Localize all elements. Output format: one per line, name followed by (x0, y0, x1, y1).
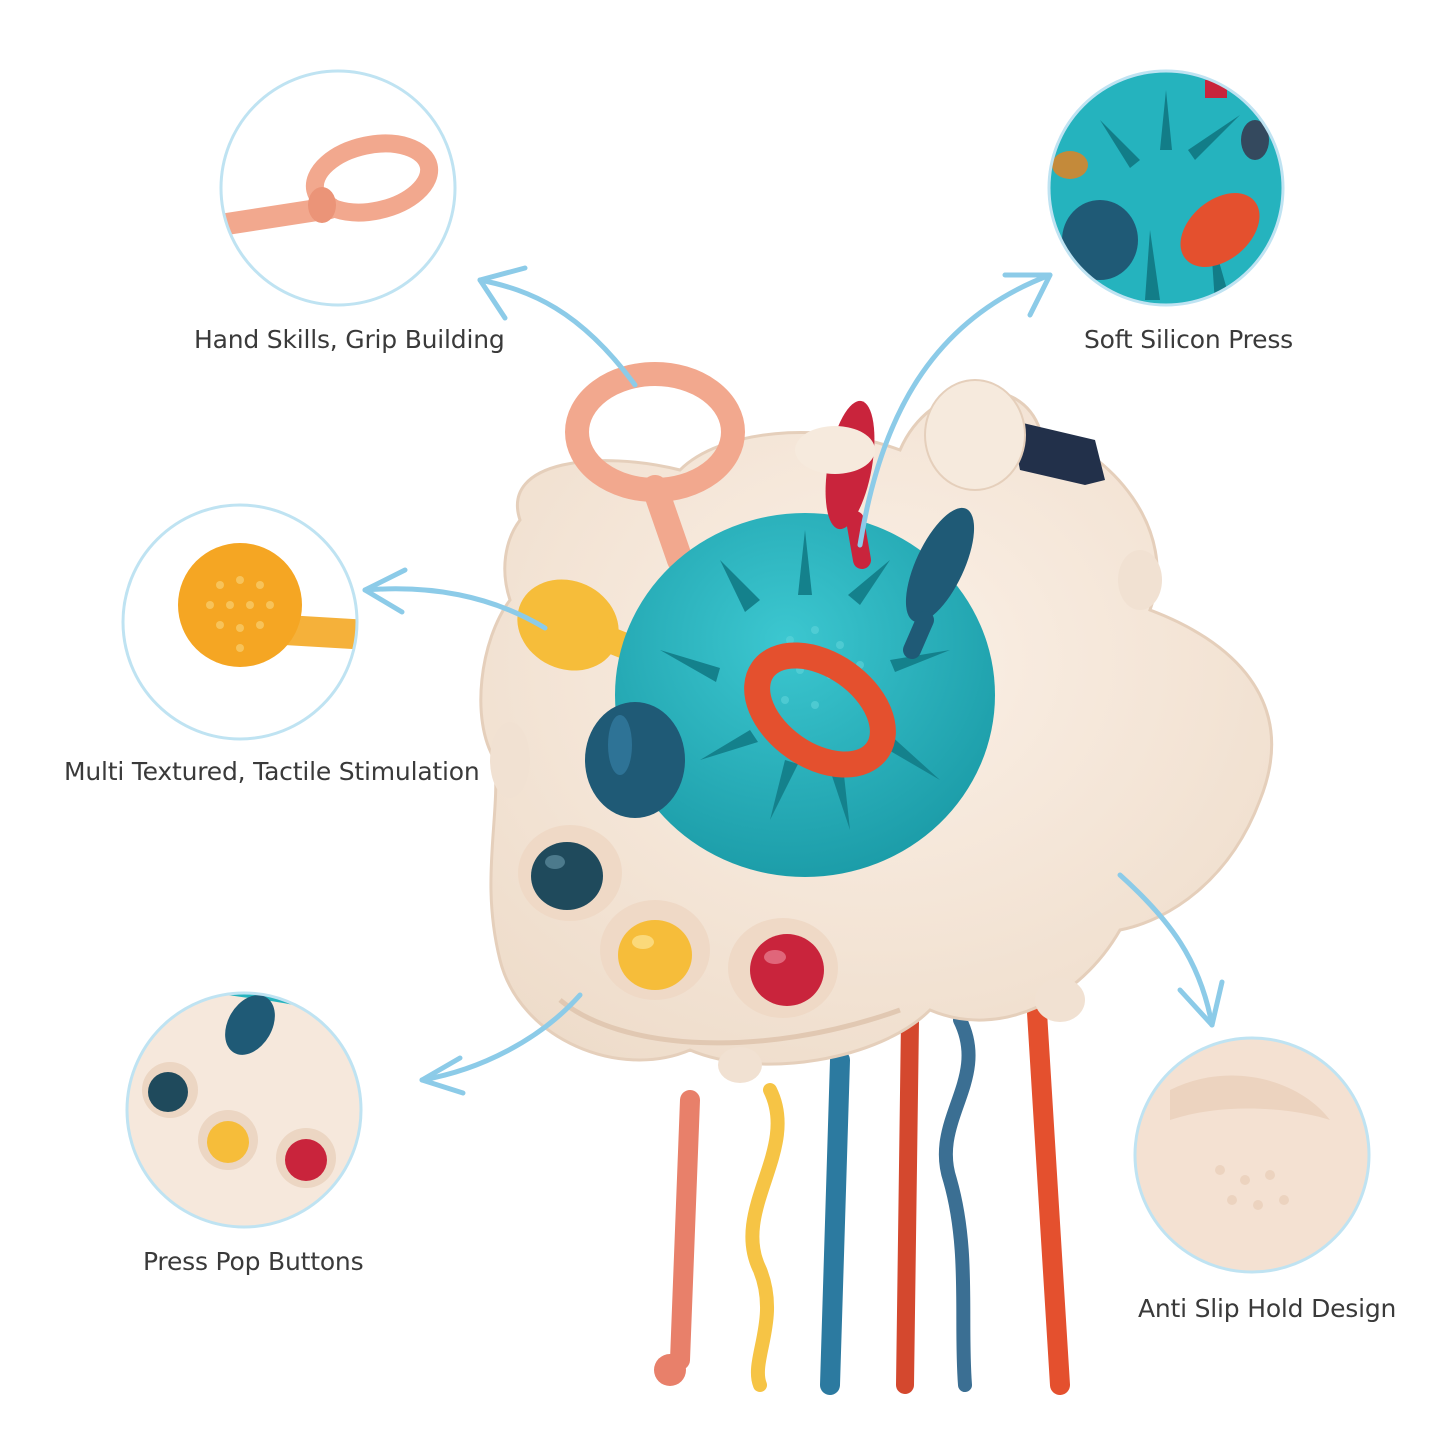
textured-paddle-detail-icon (121, 503, 359, 741)
pull-ring (565, 362, 745, 573)
caption-tactile-stimulation: Multi Textured, Tactile Stimulation (64, 757, 480, 786)
pull-strings (654, 970, 1070, 1395)
anti-slip-surface-detail-icon (1133, 1036, 1371, 1274)
textured-ball-detail-icon (1047, 69, 1285, 307)
pop-buttons (518, 825, 838, 1018)
sensory-toy (479, 362, 1273, 1395)
pointer-arrows (362, 265, 1225, 1096)
caption-grip-building: Hand Skills, Grip Building (194, 325, 505, 354)
textured-ball (615, 513, 995, 877)
caption-silicon-press: Soft Silicon Press (1084, 325, 1294, 354)
arrow-to-texture (362, 586, 548, 631)
caption-pop-buttons: Press Pop Buttons (143, 1247, 364, 1276)
arrow-to-buttons (419, 992, 583, 1083)
pull-ring-detail-icon (219, 69, 457, 307)
arrow-to-grip (477, 277, 638, 388)
caption-anti-slip: Anti Slip Hold Design (1138, 1294, 1397, 1323)
pop-buttons-detail-icon (125, 991, 363, 1229)
arrow-to-antislip (1117, 872, 1215, 1028)
arrow-to-press (857, 272, 1053, 548)
